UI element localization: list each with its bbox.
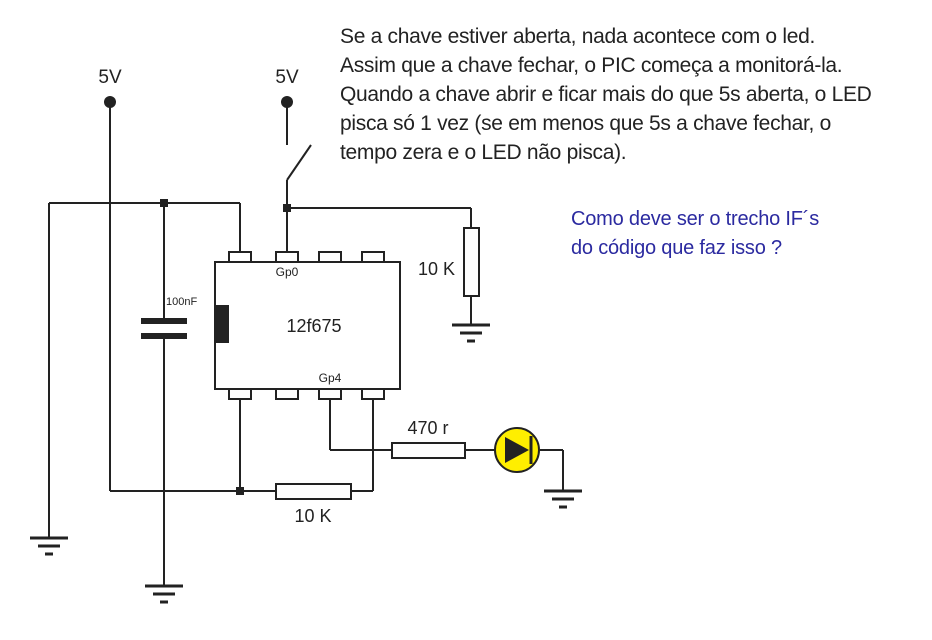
question-line: Como deve ser o trecho IF´s bbox=[571, 208, 820, 230]
description-line: Se a chave estiver aberta, nada acontece… bbox=[340, 25, 816, 48]
description-line: Quando a chave abrir e ficar mais do que… bbox=[340, 83, 872, 106]
ground-icon bbox=[145, 584, 183, 604]
description-line: pisca só 1 vez (se em menos que 5s a cha… bbox=[340, 112, 832, 135]
resistor-led-label: 470 r bbox=[407, 418, 448, 438]
chip-pin-3 bbox=[318, 251, 342, 263]
resistor-pulldown bbox=[463, 227, 480, 297]
supply-label-switch: 5V bbox=[275, 67, 299, 88]
resistor-bottom-label: 10 K bbox=[294, 506, 331, 526]
ground-icon bbox=[30, 536, 68, 556]
chip-pin-4 bbox=[361, 251, 385, 263]
question-line: do código que faz isso ? bbox=[571, 237, 782, 259]
resistor-bottom bbox=[275, 483, 352, 500]
chip-pin-8 bbox=[361, 388, 385, 400]
chip-label: 12f675 bbox=[286, 316, 341, 336]
chip-pin-gp0 bbox=[275, 251, 299, 263]
pin-gp4-label: Gp4 bbox=[319, 371, 342, 385]
chip-notch bbox=[215, 305, 229, 343]
capacitor-label: 100nF bbox=[166, 296, 197, 308]
supply-terminal-switch bbox=[281, 96, 293, 108]
resistor-led bbox=[391, 442, 466, 459]
pin-gp0-label: Gp0 bbox=[276, 265, 299, 279]
description-text: Se a chave estiver aberta, nada acontece… bbox=[340, 22, 920, 167]
chip-pin-gp4 bbox=[318, 388, 342, 400]
capacitor bbox=[141, 318, 187, 339]
chip-pin-6 bbox=[275, 388, 299, 400]
junction-bottom bbox=[236, 487, 244, 495]
ground-icon bbox=[452, 323, 490, 343]
description-line: tempo zera e o LED não pisca). bbox=[340, 141, 627, 164]
question-text: Como deve ser o trecho IF´s do código qu… bbox=[571, 205, 911, 263]
ground-icon bbox=[544, 489, 582, 509]
junction-gp0 bbox=[283, 204, 291, 212]
chip-pin-1 bbox=[228, 251, 252, 263]
supply-terminal-left bbox=[104, 96, 116, 108]
junctions bbox=[160, 199, 291, 495]
junction-cap-top bbox=[160, 199, 168, 207]
led bbox=[494, 427, 540, 473]
chip-pin-5 bbox=[228, 388, 252, 400]
switch-blade bbox=[286, 144, 312, 181]
description-line: Assim que a chave fechar, o PIC começa a… bbox=[340, 54, 843, 77]
wires bbox=[48, 102, 564, 586]
chip-12f675 bbox=[214, 251, 401, 400]
resistor-pulldown-label: 10 K bbox=[418, 259, 455, 279]
supply-label-left: 5V bbox=[98, 67, 122, 88]
led-triangle bbox=[505, 437, 529, 463]
